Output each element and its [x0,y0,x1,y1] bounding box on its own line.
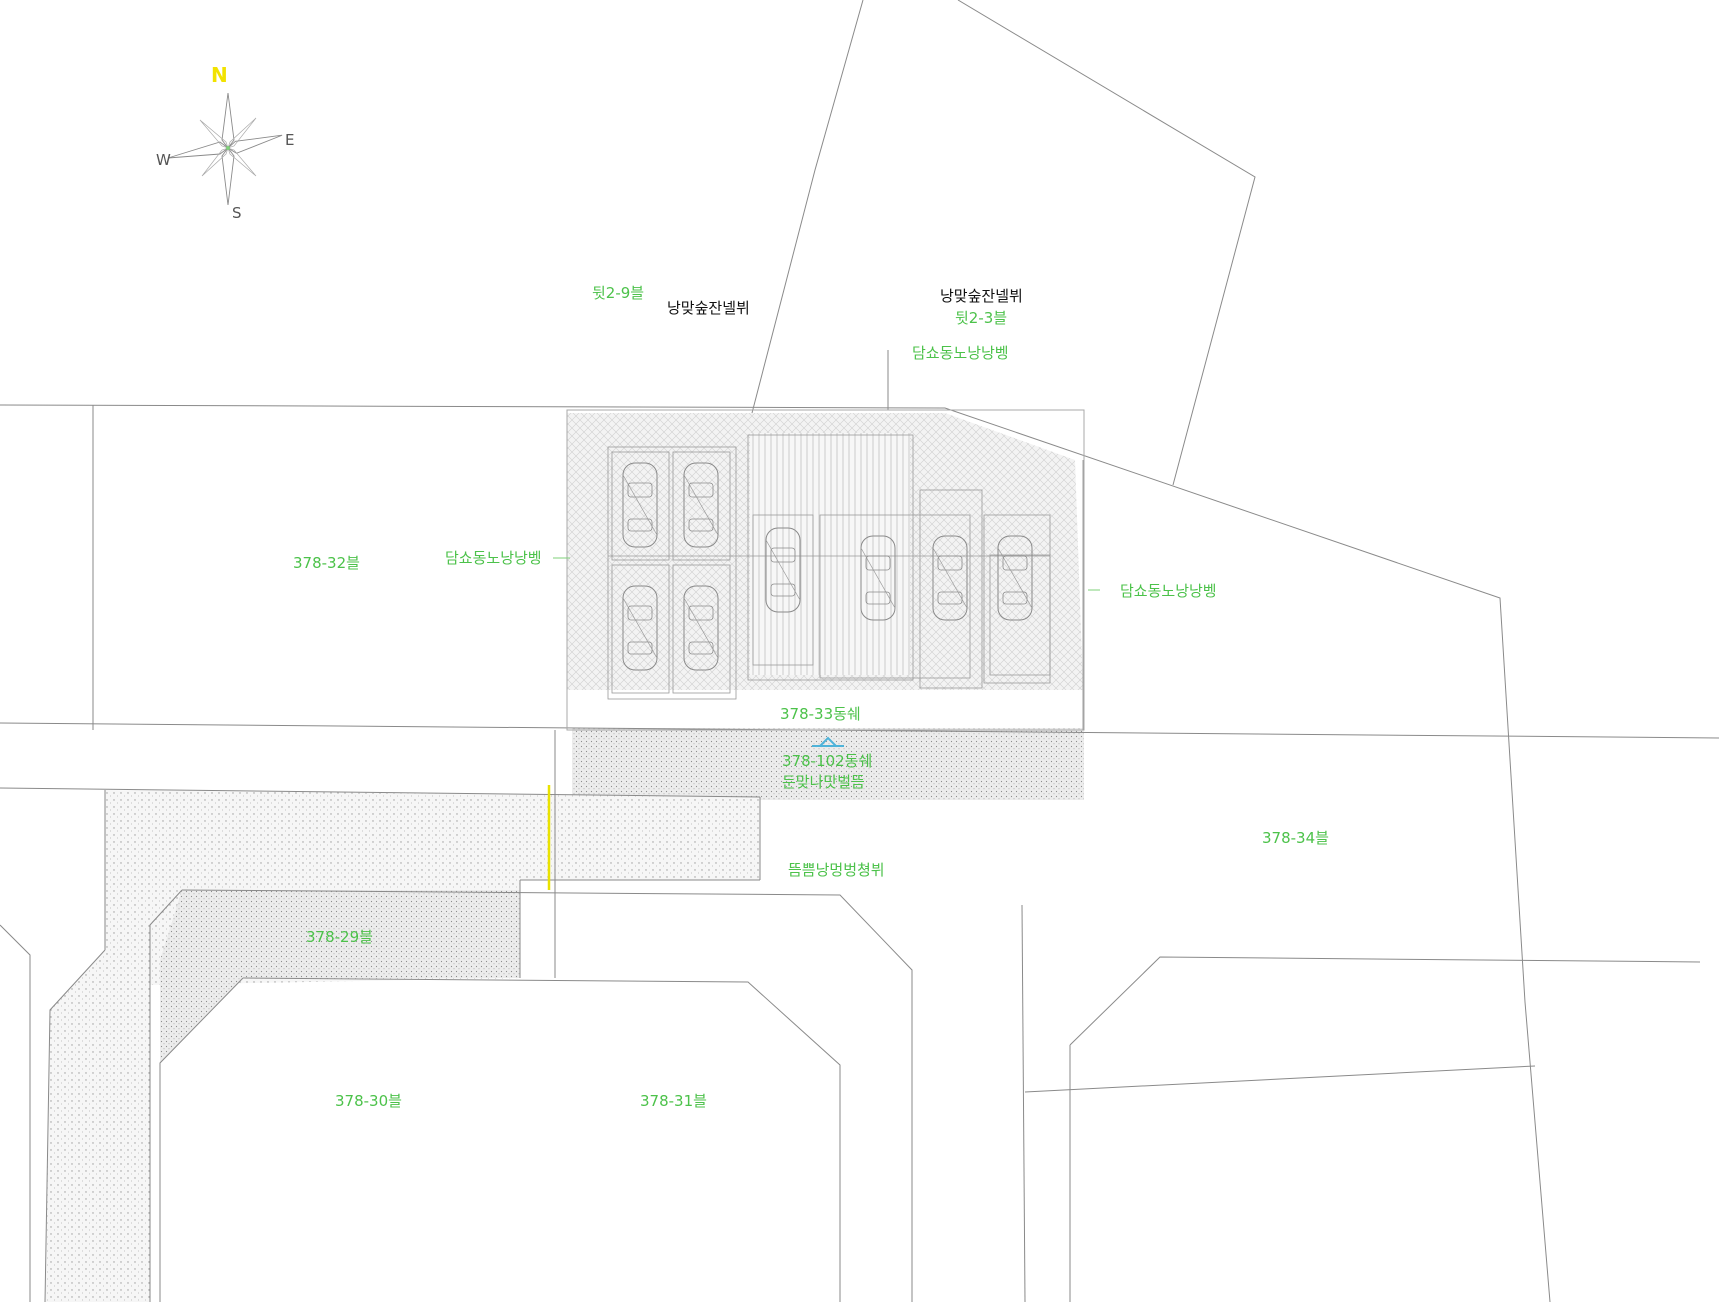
accent-marks [547,736,844,890]
street-name-b: 낭맞숲잔넬뷔 [940,287,1023,305]
compass-south-label: S [232,204,242,222]
boundary-label-left: 담쇼동노낭낭벵 [445,549,542,567]
lot-label-378-32: 378-32블 [293,554,360,572]
parking-grid [607,434,1051,700]
road-note-label: 뜸쁨낭멍벙쳥뷔 [788,861,885,879]
lot-label-378-30: 378-30블 [335,1092,402,1110]
boundary-label-top: 담쇼동노낭낭벵 [912,344,1009,362]
road-label-a: 뒷2-9블 [592,284,644,302]
compass-north-label: N [211,63,228,87]
street-name-a: 낭맞숲잔넬뷔 [667,299,750,317]
lot-label-378-102: 378-102동쉐 [782,752,872,770]
map-labels: 뒷2-9블 낭맞숲잔넬뷔 낭맞숲잔넬뷔 뒷2-3블 담쇼동노낭낭벵 담쇼동노낭낭… [293,284,1329,1110]
lot-label-378-29: 378-29블 [306,928,373,946]
lot-label-378-31: 378-31블 [640,1092,707,1110]
lot-label-378-102-sub: 둔맞나맛벌뜸 [782,773,865,791]
compass-west-label: W [156,151,171,169]
site-hatching [45,413,1084,1302]
boundary-label-right: 담쇼동노낭낭벵 [1120,582,1217,600]
compass-east-label: E [285,131,294,149]
lot-label-378-34: 378-34블 [1262,829,1329,847]
lot-label-378-33: 378-33동쉐 [780,705,861,723]
road-label-b: 뒷2-3블 [955,309,1007,327]
compass-rose [167,92,283,206]
